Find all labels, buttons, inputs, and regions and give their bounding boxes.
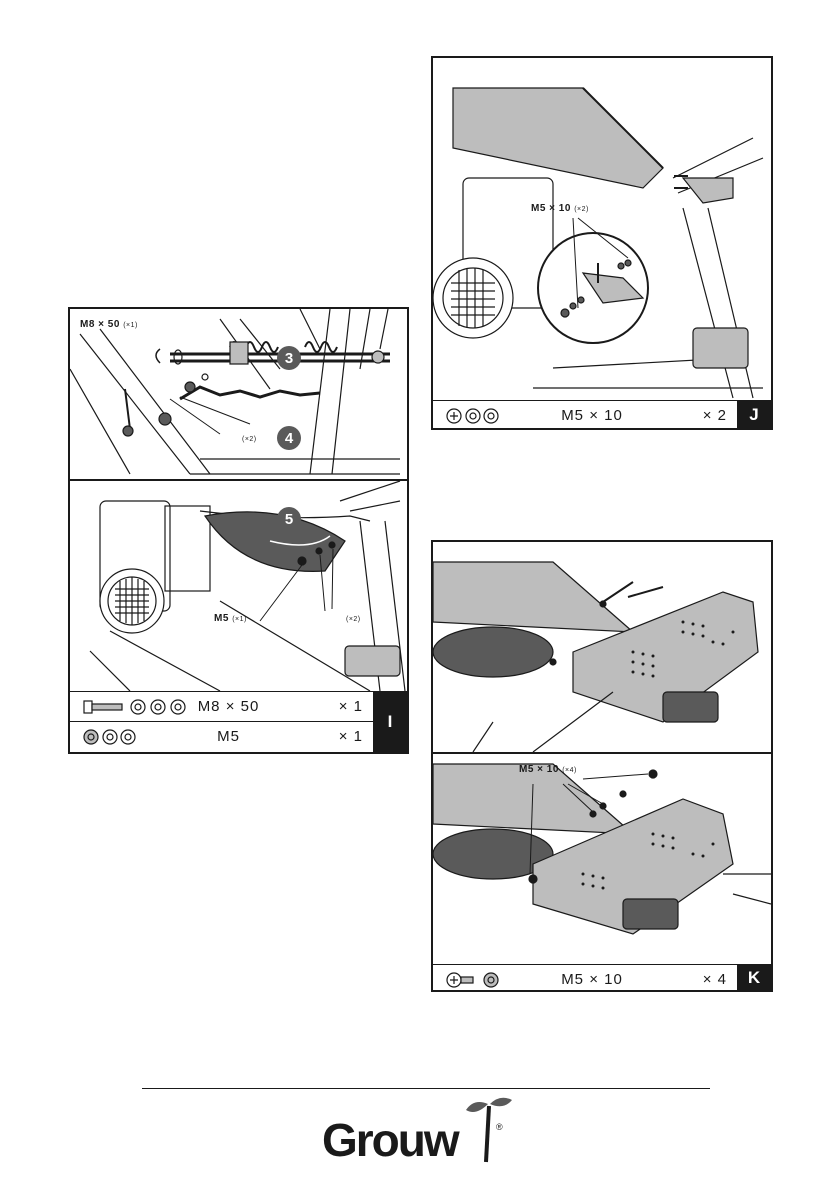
parts-row-m5x10-j: M5 × 10 × 2: [433, 400, 771, 430]
chain-icon: [180, 387, 320, 399]
step-number-5: 5: [277, 507, 301, 531]
callout-bolt-qty: (×2): [346, 613, 361, 624]
parts-qty-m5: × 1: [339, 728, 363, 745]
parts-row-m8x50: M8 × 50 × 1: [70, 691, 407, 721]
callout-chain-qty: (×2): [242, 433, 257, 444]
step-number-3: 3: [277, 346, 301, 370]
step-label-j: J: [737, 400, 771, 430]
step-label-i: I: [373, 691, 407, 752]
parts-row-m5x10-k: M5 × 10 × 4: [433, 964, 771, 994]
panel-step-k: M5 × 10 (×4) M5 × 10 × 4 K: [431, 540, 773, 992]
illustration-table-extension-placement: [433, 542, 771, 752]
illustration-side-bracket: [433, 58, 771, 400]
callout-m5x10-j: M5 × 10 (×2): [531, 203, 589, 214]
step-number-4: 4: [277, 426, 301, 450]
registered-mark: ®: [496, 1122, 503, 1132]
panel-step-j: M5 × 10 (×2) M5 × 10 × 2 J: [431, 56, 773, 430]
parts-qty-m5x10-j: × 2: [703, 407, 727, 424]
parts-qty-m5x10-k: × 4: [703, 971, 727, 988]
callout-m8x50: M8 × 50 (×1): [80, 319, 138, 330]
parts-row-m5: M5 × 1: [70, 721, 407, 751]
illustration-motor-blade-guard: [70, 481, 407, 691]
parts-qty-m8x50: × 1: [339, 698, 363, 715]
illustration-table-extension-fastened: [433, 754, 771, 964]
callout-m5x10-k: M5 × 10 (×4): [519, 764, 577, 775]
footer-rule: [142, 1088, 710, 1089]
callout-m5: M5 (×1): [214, 613, 247, 624]
panel-step-i: M8 × 50 (×1) 3 4 (×2) 5 M5 (×: [68, 307, 409, 754]
grouw-logo: Grouw ®: [320, 1096, 520, 1166]
step-label-k: K: [737, 964, 771, 992]
logo-wordmark: Grouw: [322, 1114, 460, 1166]
motor-fan-grille-icon: [108, 577, 156, 625]
illustration-chain-and-spring: [70, 309, 407, 479]
